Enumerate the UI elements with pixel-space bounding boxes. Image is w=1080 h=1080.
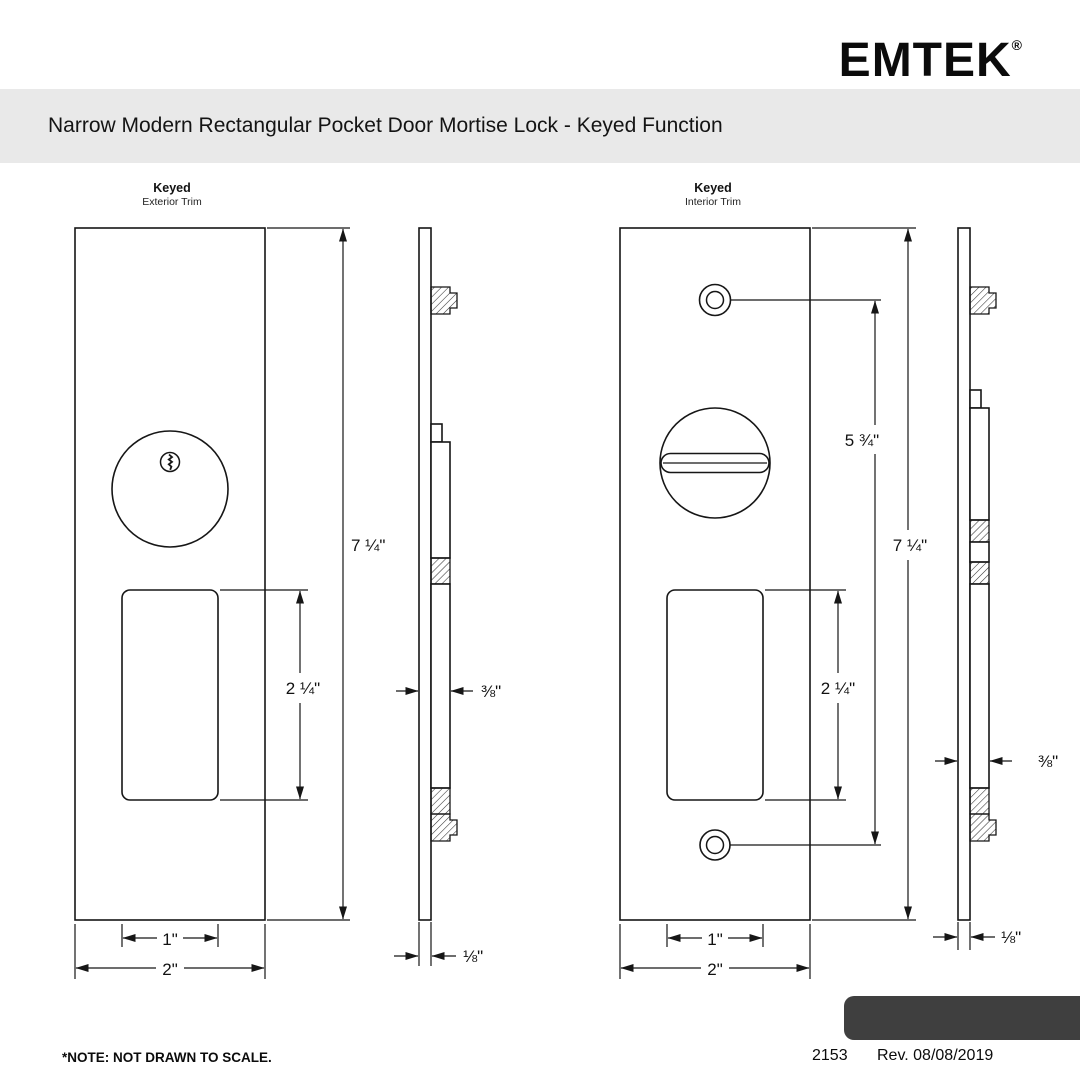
profile-hatch-block	[969, 519, 990, 543]
dim-extension-lines	[619, 924, 811, 979]
dim-label-backing	[812, 673, 864, 703]
dim-extension-lines	[418, 922, 432, 966]
screw-hole-top	[698, 283, 732, 317]
note-text: *NOTE: NOT DRAWN TO SCALE.	[62, 1050, 272, 1065]
profile-hatch-block	[430, 787, 451, 815]
dim-leader-lines	[730, 299, 881, 846]
dim-label-exterior-pull-height: 2 ¼"	[286, 679, 320, 698]
dim-label-interior-pull-width: 1"	[707, 930, 723, 949]
brand-name: EMTEK	[838, 34, 1012, 87]
thumbturn	[659, 407, 771, 519]
profile-hatch-block	[430, 557, 451, 585]
dim-label-backing	[833, 425, 891, 454]
interior-sublabel: Interior Trim	[685, 196, 741, 208]
dim-label-exterior-pull-width: 1"	[162, 930, 178, 949]
dim-label-exterior-height: 7 ¼"	[351, 536, 385, 555]
mounting-tab-bottom	[430, 813, 458, 842]
exterior-trim-plate	[74, 227, 266, 921]
interior-face-plate-profile	[957, 227, 971, 921]
dim-label-interior-plate-thickness: ⅛"	[1001, 928, 1021, 947]
profile-segment	[969, 541, 990, 563]
dim-extension-lines	[74, 924, 266, 979]
registered-mark-icon: ®	[1011, 37, 1022, 53]
profile-hatch-block	[969, 561, 990, 585]
dim-label-exterior-width: 2"	[162, 960, 178, 979]
title-band: Narrow Modern Rectangular Pocket Door Mo…	[0, 89, 1080, 163]
dim-label-interior-pull-height: 2 ¼"	[821, 679, 855, 698]
dim-extension-lines	[220, 589, 308, 801]
exterior-sublabel: Exterior Trim	[142, 196, 202, 208]
dim-label-screw-spacing: 5 ¾"	[845, 431, 879, 450]
key-cylinder	[111, 430, 229, 548]
dim-label-interior-thickness: ⅜"	[1038, 752, 1058, 771]
dim-extension-lines	[666, 924, 764, 947]
exterior-label: Keyed	[153, 181, 191, 195]
exterior-face-plate-profile	[418, 227, 432, 921]
pull-cup-profile	[969, 583, 990, 789]
profile-step	[430, 423, 443, 443]
exterior-flush-pull	[121, 589, 219, 801]
dim-extension-lines	[812, 227, 916, 921]
technical-drawing: Keyed Exterior Trim 7 ¼" 2 ¼" 1"	[74, 181, 1058, 979]
thumbturn-housing-profile	[969, 407, 990, 521]
dim-label-interior-width: 2"	[707, 960, 723, 979]
profile-hatch-block	[969, 787, 990, 815]
cylinder-housing-profile	[430, 441, 451, 559]
dim-label-exterior-thickness: ⅜"	[481, 682, 501, 701]
dim-extension-lines	[121, 924, 219, 947]
profile-step	[969, 389, 982, 409]
brand-logo: EMTEK®	[839, 33, 1022, 88]
dim-label-interior-height: 7 ¼"	[893, 536, 927, 555]
keyhole-icon	[159, 451, 181, 473]
dim-extension-lines	[957, 922, 971, 950]
dim-label-backing	[156, 958, 184, 979]
part-number: 2153	[812, 1047, 848, 1064]
interior-label: Keyed	[694, 181, 732, 195]
mounting-tab-top	[430, 286, 458, 315]
screw-hole-bottom	[699, 829, 731, 861]
dim-label-backing	[277, 673, 329, 703]
mounting-tab-top	[969, 286, 997, 315]
dim-label-backing	[702, 928, 728, 949]
interior-flush-pull	[666, 589, 764, 801]
interior-front-view: Keyed Interior Trim 5 ¾"	[619, 181, 936, 979]
revision-date: Rev. 08/08/2019	[877, 1047, 994, 1064]
dim-extension-lines	[765, 589, 846, 801]
pull-cup-profile	[430, 583, 451, 789]
interior-side-view: ⅜" ⅛"	[933, 227, 1058, 950]
corner-dark-bar	[844, 996, 1080, 1040]
mounting-tab-bottom	[969, 813, 997, 842]
exterior-side-view: ⅜" ⅛"	[394, 227, 501, 966]
dim-extension-lines	[267, 227, 350, 921]
dim-label-backing	[701, 958, 729, 979]
dim-label-backing	[884, 530, 936, 560]
page-title: Narrow Modern Rectangular Pocket Door Mo…	[48, 114, 723, 137]
exterior-front-view: Keyed Exterior Trim 7 ¼" 2 ¼" 1"	[74, 181, 385, 979]
interior-trim-plate	[619, 227, 811, 921]
dim-label-backing	[157, 928, 183, 949]
dim-label-exterior-plate-thickness: ⅛"	[463, 947, 483, 966]
